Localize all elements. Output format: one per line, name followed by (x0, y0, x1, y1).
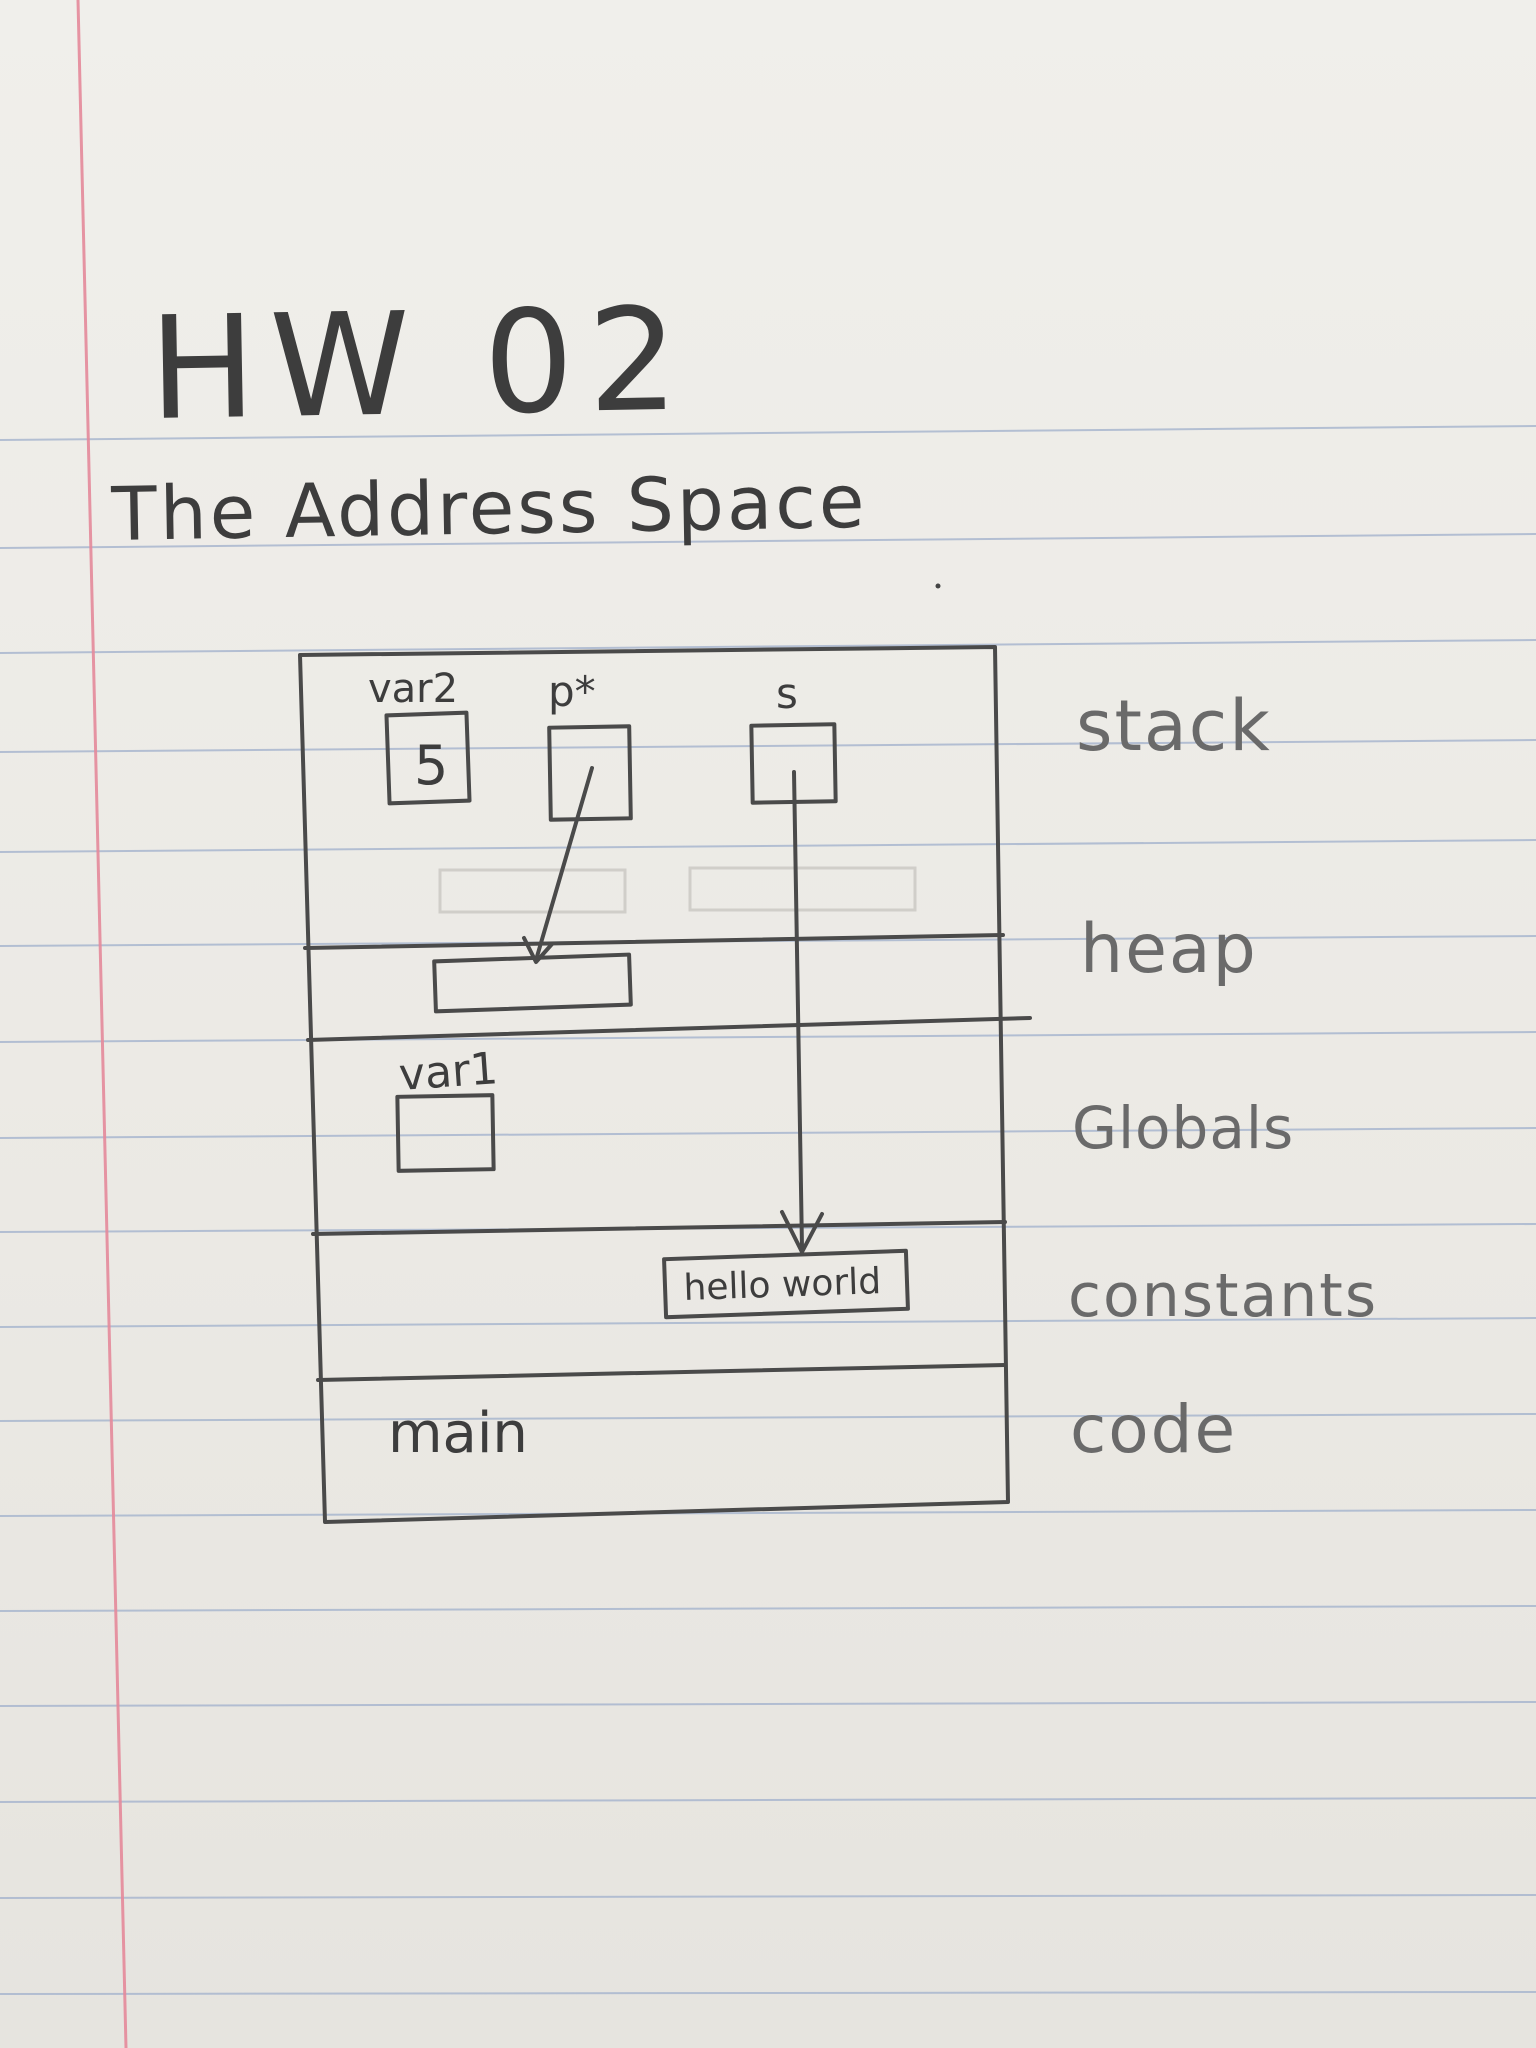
hello-world-box (662, 1248, 910, 1320)
erased-marks (438, 866, 917, 914)
globals-var-var1: var1 (395, 1043, 500, 1173)
p-box (547, 724, 633, 822)
page-subtitle: The Address Space (110, 459, 868, 558)
heap-block (432, 952, 633, 1014)
code-main-label: main (388, 1401, 528, 1466)
pointer-arrow-s (780, 770, 824, 1254)
p-label: p* (548, 667, 596, 716)
ruled-lines (0, 425, 1536, 1995)
segment-label-stack: stack (1076, 685, 1272, 767)
var2-value: 5 (414, 734, 448, 797)
segment-label-code: code (1070, 1391, 1237, 1468)
margin-line (76, 0, 128, 2048)
hello-world-text: hello world (683, 1261, 882, 1309)
stack-var-var2: var2 5 (368, 666, 472, 806)
page-title: HW 02 (148, 278, 694, 452)
segment-dividers (303, 933, 1032, 1382)
s-label: s (776, 669, 798, 718)
var1-box (395, 1093, 496, 1173)
var2-box (384, 710, 472, 806)
stack-var-p: p* (547, 667, 633, 822)
segment-label-constants: constants (1068, 1261, 1378, 1331)
segment-label-globals: Globals (1072, 1094, 1294, 1162)
stray-dot (935, 583, 941, 589)
segment-label-heap: heap (1080, 910, 1258, 989)
pointer-arrow-p (522, 766, 594, 964)
var1-label: var1 (397, 1043, 499, 1101)
var2-label: var2 (368, 666, 458, 712)
constants-hello-world: hello world (662, 1248, 910, 1320)
